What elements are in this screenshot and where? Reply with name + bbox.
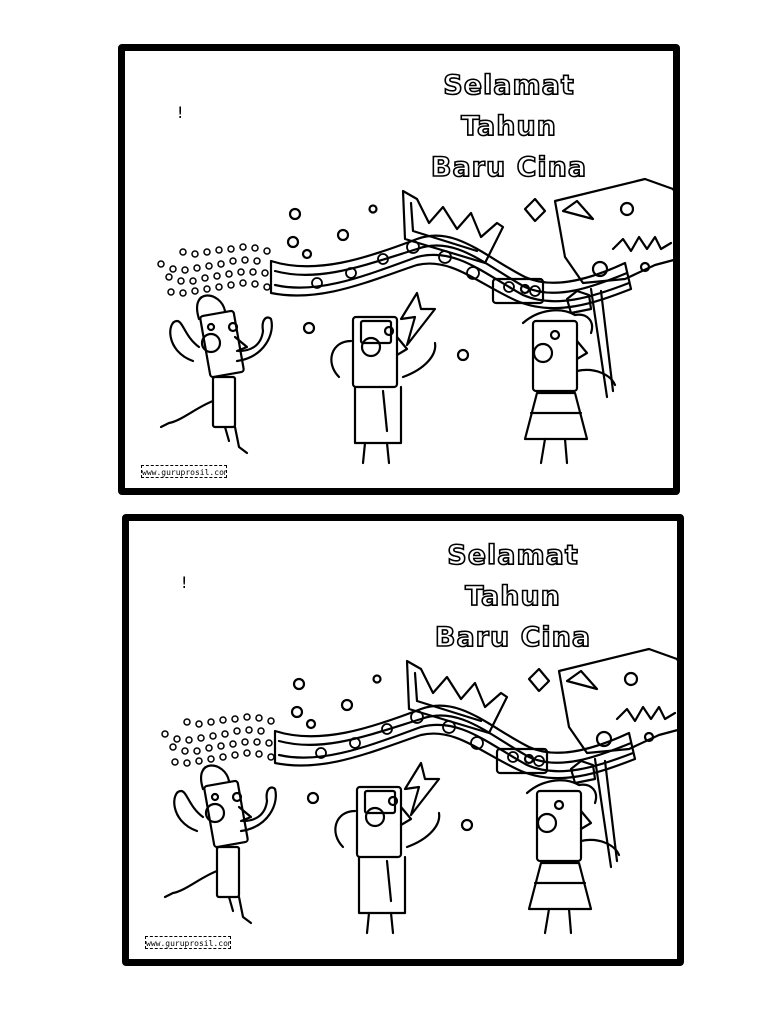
credit-stamp: www.guruprosil.com [145,936,231,949]
title-line-1: Selamat [446,539,579,572]
title-line-2: Tahun [460,110,557,143]
title-line-1: Selamat [442,69,575,102]
title-line-2: Tahun [464,580,561,613]
title-line-3: Baru Cina [430,151,588,184]
title-line-3: Baru Cina [434,621,592,654]
exclamation-mark: ! [181,573,188,592]
coloring-card-top: ! Selamat Tahun Baru Cina www.guruprosil… [118,44,680,495]
coloring-card-bottom: ! Selamat Tahun Baru Cina www.guruprosil… [122,514,684,966]
greeting-title: Selamat Tahun Baru Cina [389,65,629,188]
credit-stamp: www.guruprosil.com [141,465,227,478]
greeting-title: Selamat Tahun Baru Cina [393,535,633,658]
exclamation-mark: ! [177,103,184,122]
